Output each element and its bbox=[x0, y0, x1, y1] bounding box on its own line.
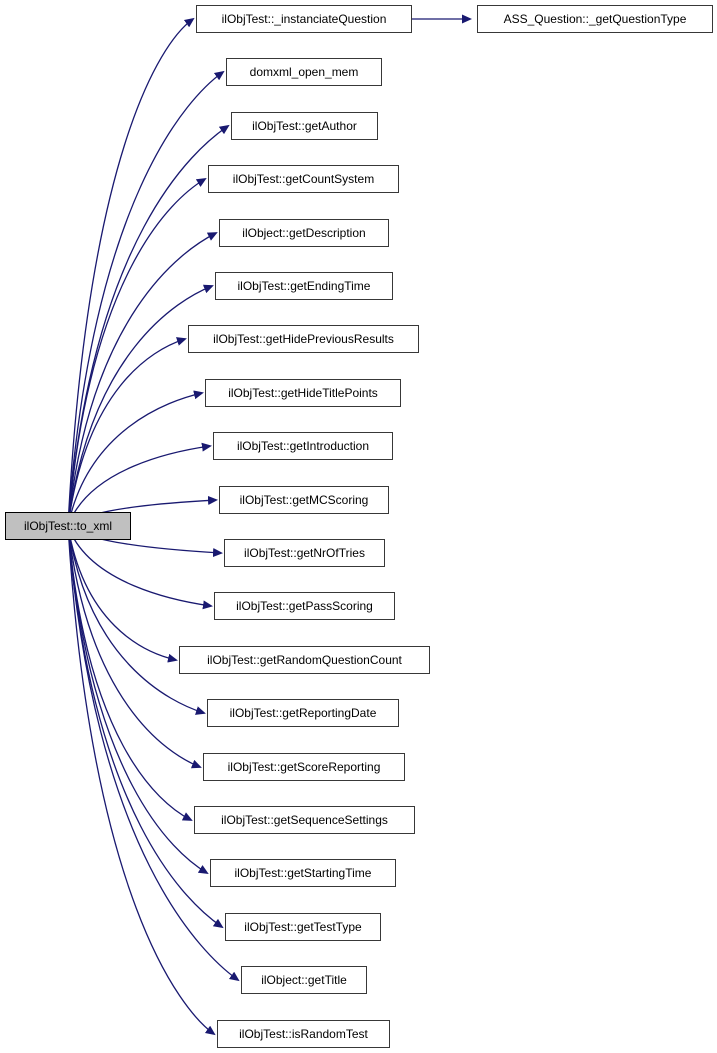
edge-to-get-ending-time bbox=[67, 284, 214, 527]
edge-to-get-reporting-date bbox=[67, 525, 206, 715]
node-get-description[interactable]: ilObject::getDescription bbox=[219, 219, 389, 247]
edge-to-get-starting-time bbox=[67, 525, 209, 875]
node-get-title[interactable]: ilObject::getTitle bbox=[241, 966, 367, 994]
node-get-ending-time[interactable]: ilObjTest::getEndingTime bbox=[215, 272, 393, 300]
node-get-random-question-count[interactable]: ilObjTest::getRandomQuestionCount bbox=[179, 646, 430, 674]
edge-to-get-score-reporting bbox=[67, 525, 202, 769]
node-get-introduction[interactable]: ilObjTest::getIntroduction bbox=[213, 432, 393, 460]
node-get-mc-scoring[interactable]: ilObjTest::getMCScoring bbox=[219, 486, 389, 514]
node-get-score-reporting[interactable]: ilObjTest::getScoreReporting bbox=[203, 753, 405, 781]
edge-to-get-introduction bbox=[67, 442, 212, 527]
node-get-starting-time[interactable]: ilObjTest::getStartingTime bbox=[210, 859, 396, 887]
edge-to-get-test-type bbox=[67, 525, 224, 929]
node-get-test-type[interactable]: ilObjTest::getTestType bbox=[225, 913, 381, 941]
edge-to-get-description bbox=[67, 232, 218, 527]
edge-to-get-hide-title-points bbox=[67, 390, 204, 527]
edge-to-instanciate-question bbox=[67, 17, 195, 527]
edge-to-domxml-open-mem bbox=[67, 70, 225, 527]
edge-to-get-pass-scoring bbox=[67, 525, 213, 610]
node-is-random-test[interactable]: ilObjTest::isRandomTest bbox=[217, 1020, 390, 1048]
node-to-xml: ilObjTest::to_xml bbox=[5, 512, 131, 540]
node-instanciate-question[interactable]: ilObjTest::_instanciateQuestion bbox=[196, 5, 412, 33]
edge-to-get-random-question-count bbox=[67, 525, 178, 663]
node-get-pass-scoring[interactable]: ilObjTest::getPassScoring bbox=[214, 592, 395, 620]
node-get-nr-of-tries[interactable]: ilObjTest::getNrOfTries bbox=[224, 539, 385, 567]
node-get-reporting-date[interactable]: ilObjTest::getReportingDate bbox=[207, 699, 399, 727]
node-get-count-system[interactable]: ilObjTest::getCountSystem bbox=[208, 165, 399, 193]
edge-to-get-count-system bbox=[67, 177, 207, 527]
node-get-question-type[interactable]: ASS_Question::_getQuestionType bbox=[477, 5, 713, 33]
node-get-hide-title-points[interactable]: ilObjTest::getHideTitlePoints bbox=[205, 379, 401, 407]
edge-to-get-title bbox=[67, 525, 240, 982]
node-get-author[interactable]: ilObjTest::getAuthor bbox=[231, 112, 378, 140]
node-get-sequence-settings[interactable]: ilObjTest::getSequenceSettings bbox=[194, 806, 415, 834]
node-domxml-open-mem[interactable]: domxml_open_mem bbox=[226, 58, 382, 86]
edge-to-is-random-test bbox=[67, 525, 216, 1036]
edge-to-get-sequence-settings bbox=[67, 525, 193, 821]
node-get-hide-previous-results[interactable]: ilObjTest::getHidePreviousResults bbox=[188, 325, 419, 353]
edge-to-get-hide-previous-results bbox=[67, 337, 187, 527]
